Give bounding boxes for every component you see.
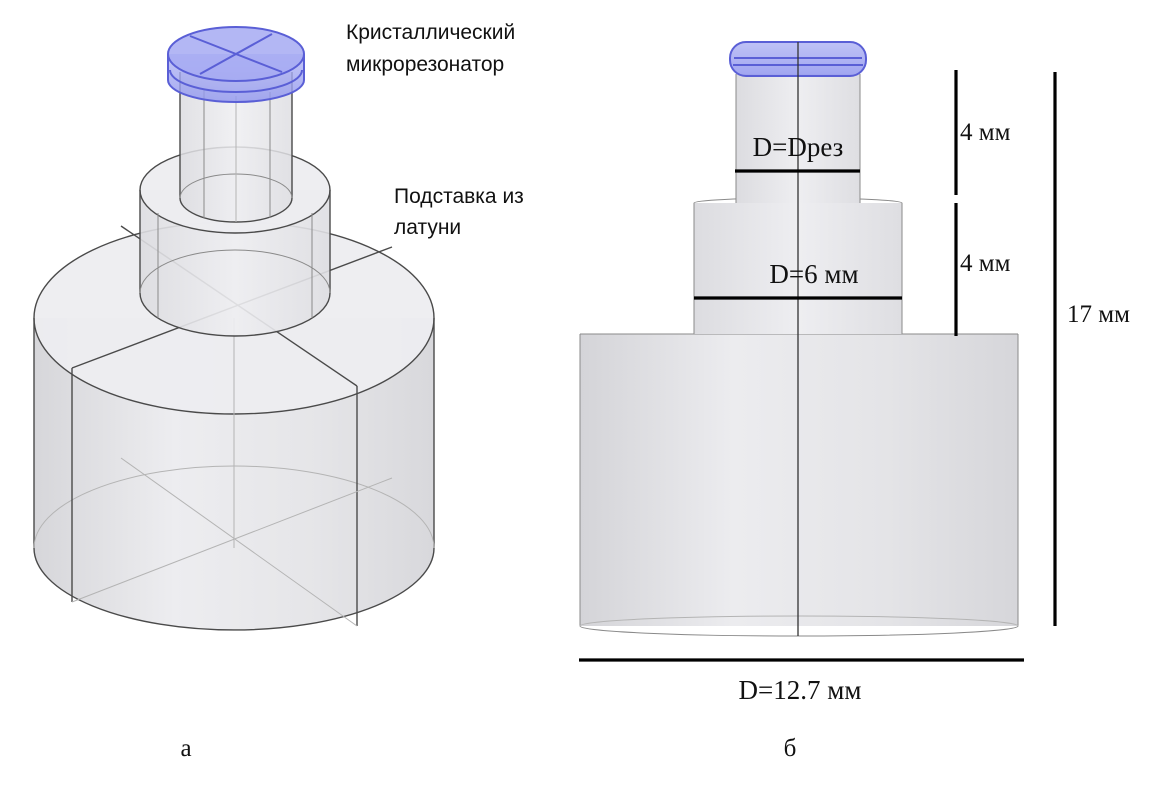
stand-label-line2: латуни (394, 216, 461, 239)
microresonator-3d (167, 26, 305, 103)
middle-diameter-label: D=6 мм (769, 259, 858, 289)
base-cylinder-side (579, 333, 1019, 637)
top-diameter-label: D=Dрез (753, 132, 844, 162)
total-height-label: 17 мм (1067, 301, 1130, 328)
middle-height-label: 4 мм (960, 250, 1011, 277)
base-diameter-label: D=12.7 мм (739, 675, 862, 705)
resonator-label-line1: Кристаллический (346, 21, 515, 44)
panel-a-label: а (180, 735, 191, 762)
top-height-label: 4 мм (960, 119, 1011, 146)
resonator-label-line2: микрорезонатор (346, 53, 504, 76)
top-cylinder-3d (179, 72, 293, 223)
panel-a-3d-view: Кристаллический микрорезонатор Подставка… (33, 21, 524, 762)
panel-b-side-view: D=Dрез D=6 мм D=12.7 мм 4 мм 4 мм 17 мм … (579, 41, 1130, 762)
stand-label-line1: Подставка из (394, 185, 524, 208)
panel-b-label: б (784, 735, 797, 762)
